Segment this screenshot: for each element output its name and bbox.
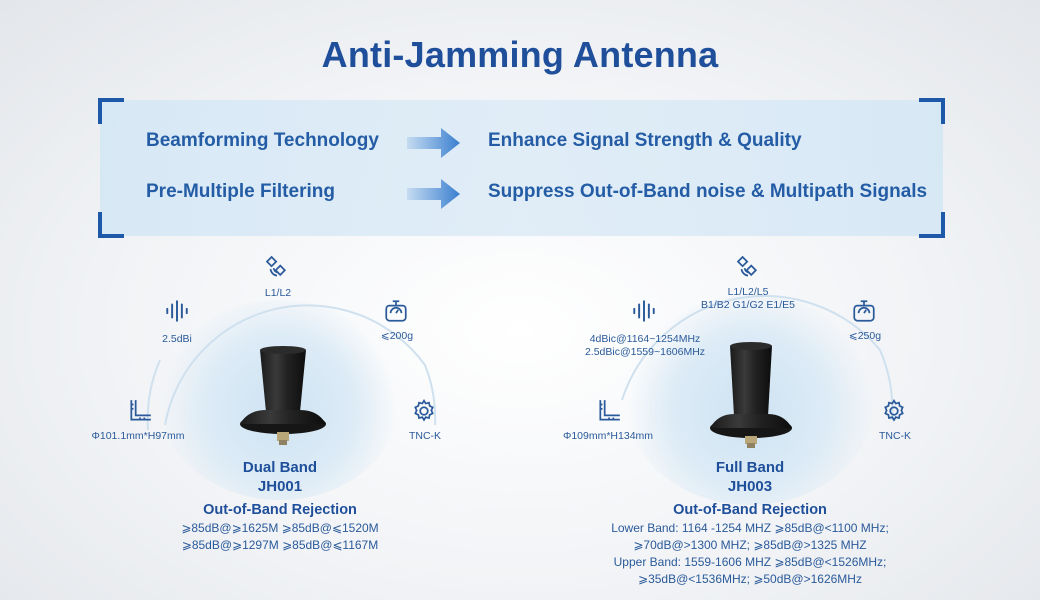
scale-icon (385, 300, 407, 322)
spec-frequency-bands: B1/B2 G1/G2 E1/E5 (701, 299, 795, 311)
right-arrow-icon (407, 179, 460, 209)
satellite-icon (265, 255, 287, 277)
satellite-icon (736, 255, 758, 277)
product-band: Full Band (715, 459, 785, 476)
rejection-title: Out-of-Band Rejection (203, 502, 357, 518)
product-model: JH003 (727, 478, 773, 495)
scale-icon (853, 300, 875, 322)
spec-size: Φ109mm*H134mm (562, 430, 654, 442)
spec-gain-upper: 2.5dBic@1559~1606MHz (584, 346, 706, 358)
spec-weight: ⩽250g (848, 330, 882, 342)
rejection-line: ⩾70dB@>1300 MHZ; ⩾85dB@>1325 MHZ (633, 538, 867, 552)
spec-size: Φ101.1mm*H97mm (91, 430, 185, 442)
spec-connector: TNC-K (408, 430, 442, 442)
feature-filtering: Pre-Multiple Filtering (146, 181, 335, 202)
rejection-title: Out-of-Band Rejection (673, 502, 827, 518)
spec-weight: ⩽200g (380, 330, 414, 342)
spec-connector: TNC-K (878, 430, 912, 442)
rejection-line: ⩾35dB@<1536MHz; ⩾50dB@>1626MHz (638, 572, 862, 586)
product-band: Dual Band (242, 459, 318, 476)
benefit-signal: Enhance Signal Strength & Quality (488, 130, 802, 151)
product-panel-jh003: L1/L2/L5 B1/B2 G1/G2 E1/E5 4dBic@1164~12… (530, 250, 970, 600)
page-title: Anti-Jamming Antenna (321, 34, 719, 75)
product-model: JH001 (257, 478, 303, 495)
bracket-corner (919, 212, 945, 238)
rejection-line: Lower Band: 1164 -1254 MHZ ⩾85dB@<1100 M… (611, 521, 889, 535)
feature-beamforming: Beamforming Technology (146, 130, 379, 151)
gear-icon (414, 399, 434, 422)
rejection-line: ⩾85dB@⩾1297M ⩾85dB@⩽1167M (181, 538, 379, 552)
benefit-suppress: Suppress Out-of-Band noise & Multipath S… (488, 181, 928, 202)
spec-arc (146, 304, 437, 431)
spec-frequency: L1/L2 (264, 287, 292, 299)
signal-bars-icon (633, 300, 655, 322)
ruler-icon (599, 400, 620, 421)
signal-bars-icon (166, 300, 188, 322)
antenna-image-jh003 (710, 342, 792, 448)
bracket-corner (98, 98, 124, 124)
right-arrow-icon (407, 128, 460, 158)
spec-frequency: L1/L2/L5 (727, 286, 769, 298)
features-banner: Beamforming Technology Enhance Signal St… (98, 98, 945, 238)
spec-gain: 4dBic@1164~1254MHz (589, 333, 701, 345)
bracket-corner (98, 212, 124, 238)
antenna-image-jh001 (240, 346, 326, 445)
ruler-icon (130, 400, 151, 421)
spec-gain: 2.5dBi (162, 333, 192, 345)
rejection-line: ⩾85dB@⩾1625M ⩾85dB@⩽1520M (181, 521, 379, 535)
rejection-line: Upper Band: 1559-1606 MHZ ⩾85dB@<1526MHz… (613, 555, 887, 569)
bracket-corner (919, 98, 945, 124)
product-panel-jh001: L1/L2 2.5dBi ⩽200g Φ101.1mm*H97mm TNC-K … (60, 250, 500, 600)
gear-icon (884, 399, 904, 422)
